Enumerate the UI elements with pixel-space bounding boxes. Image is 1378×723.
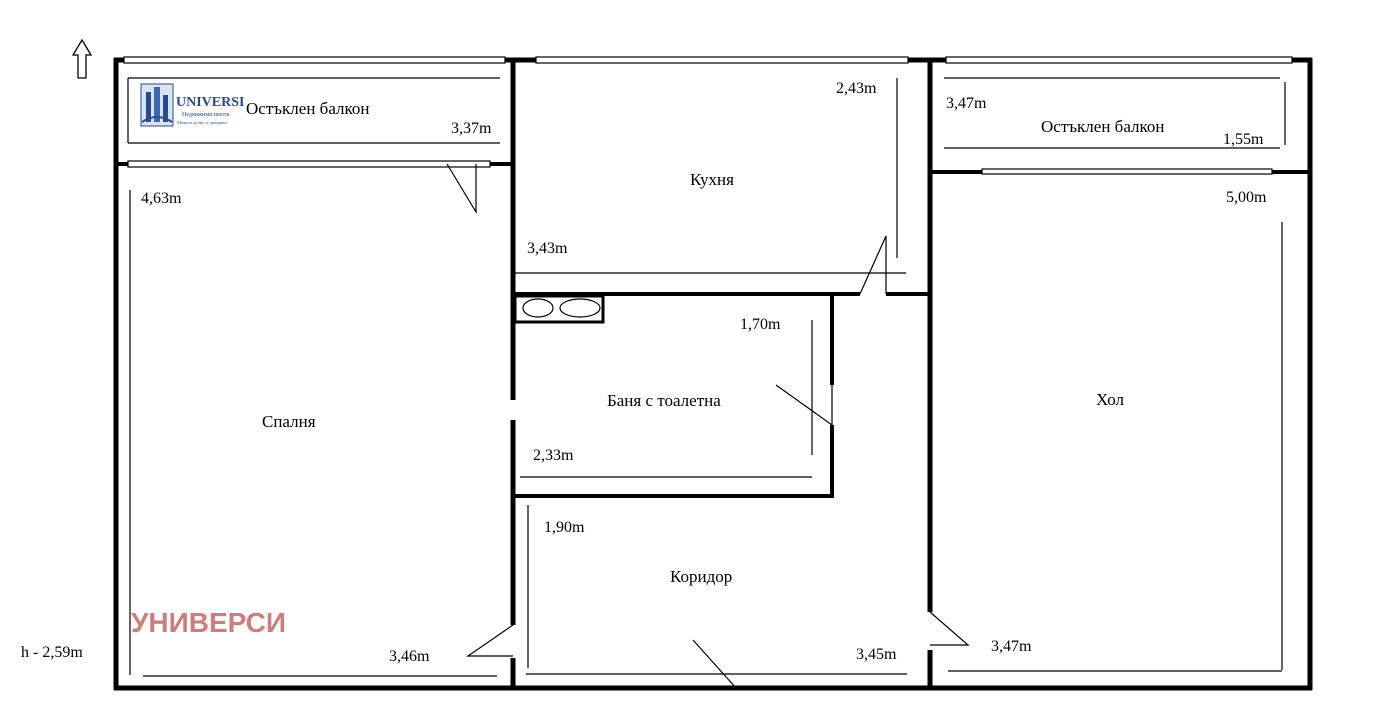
dimension-lines	[127, 77, 1286, 677]
logo-line2: Можете да ни се доверите	[177, 120, 227, 125]
top-windows	[123, 56, 1293, 64]
dim-corridor-depth: 1,90m	[544, 519, 585, 536]
logo-line1: Недвижими имоти	[182, 112, 230, 118]
room-label-bedroom: Спалня	[262, 412, 316, 431]
dim-bedroom-depth: 4,63m	[141, 190, 182, 207]
dim-balcony-right-left: 3,47m	[946, 95, 987, 112]
dimension-labels: 3,37m 2,43m 3,47m 1,55m 4,63m 5,00m 3,43…	[21, 80, 1267, 665]
dim-hall-depth: 5,00m	[1226, 189, 1267, 206]
ceiling-height: h - 2,59m	[21, 644, 83, 661]
dim-kitchen-top: 2,43m	[836, 80, 877, 97]
room-label-kitchen: Кухня	[690, 170, 734, 189]
dim-bedroom-width: 3,46m	[389, 648, 430, 665]
dim-kitchen-width: 3,43m	[527, 240, 568, 257]
dim-hall-width: 3,47m	[991, 638, 1032, 655]
outer-walls	[113, 57, 1313, 691]
room-labels: Остъклен балкон Кухня Остъклен балкон Сп…	[246, 99, 1165, 586]
watermark-text: УНИВЕРСИ	[131, 607, 286, 638]
logo-name: UNIVERSI	[176, 95, 244, 110]
dim-corridor-width: 3,45m	[856, 646, 897, 663]
room-label-corridor: Коридор	[670, 567, 732, 586]
room-label-balcony-left: Остъклен балкон	[246, 99, 370, 118]
universi-logo: UNIVERSI Недвижими имоти Можете да ни се…	[140, 83, 244, 127]
dim-balcony-left-width: 3,37m	[451, 120, 492, 137]
room-label-bathroom: Баня с тоалетна	[607, 391, 721, 410]
dim-balcony-right-depth: 1,55m	[1223, 131, 1264, 148]
north-arrow-icon	[71, 38, 93, 79]
dim-bath-width: 2,33m	[533, 447, 574, 464]
room-label-hall: Хол	[1096, 390, 1124, 409]
interior-walls	[116, 60, 1310, 690]
dim-bath-side: 1,70m	[740, 316, 781, 333]
door-swings	[446, 163, 970, 689]
room-label-balcony-right: Остъклен балкон	[1041, 117, 1165, 136]
